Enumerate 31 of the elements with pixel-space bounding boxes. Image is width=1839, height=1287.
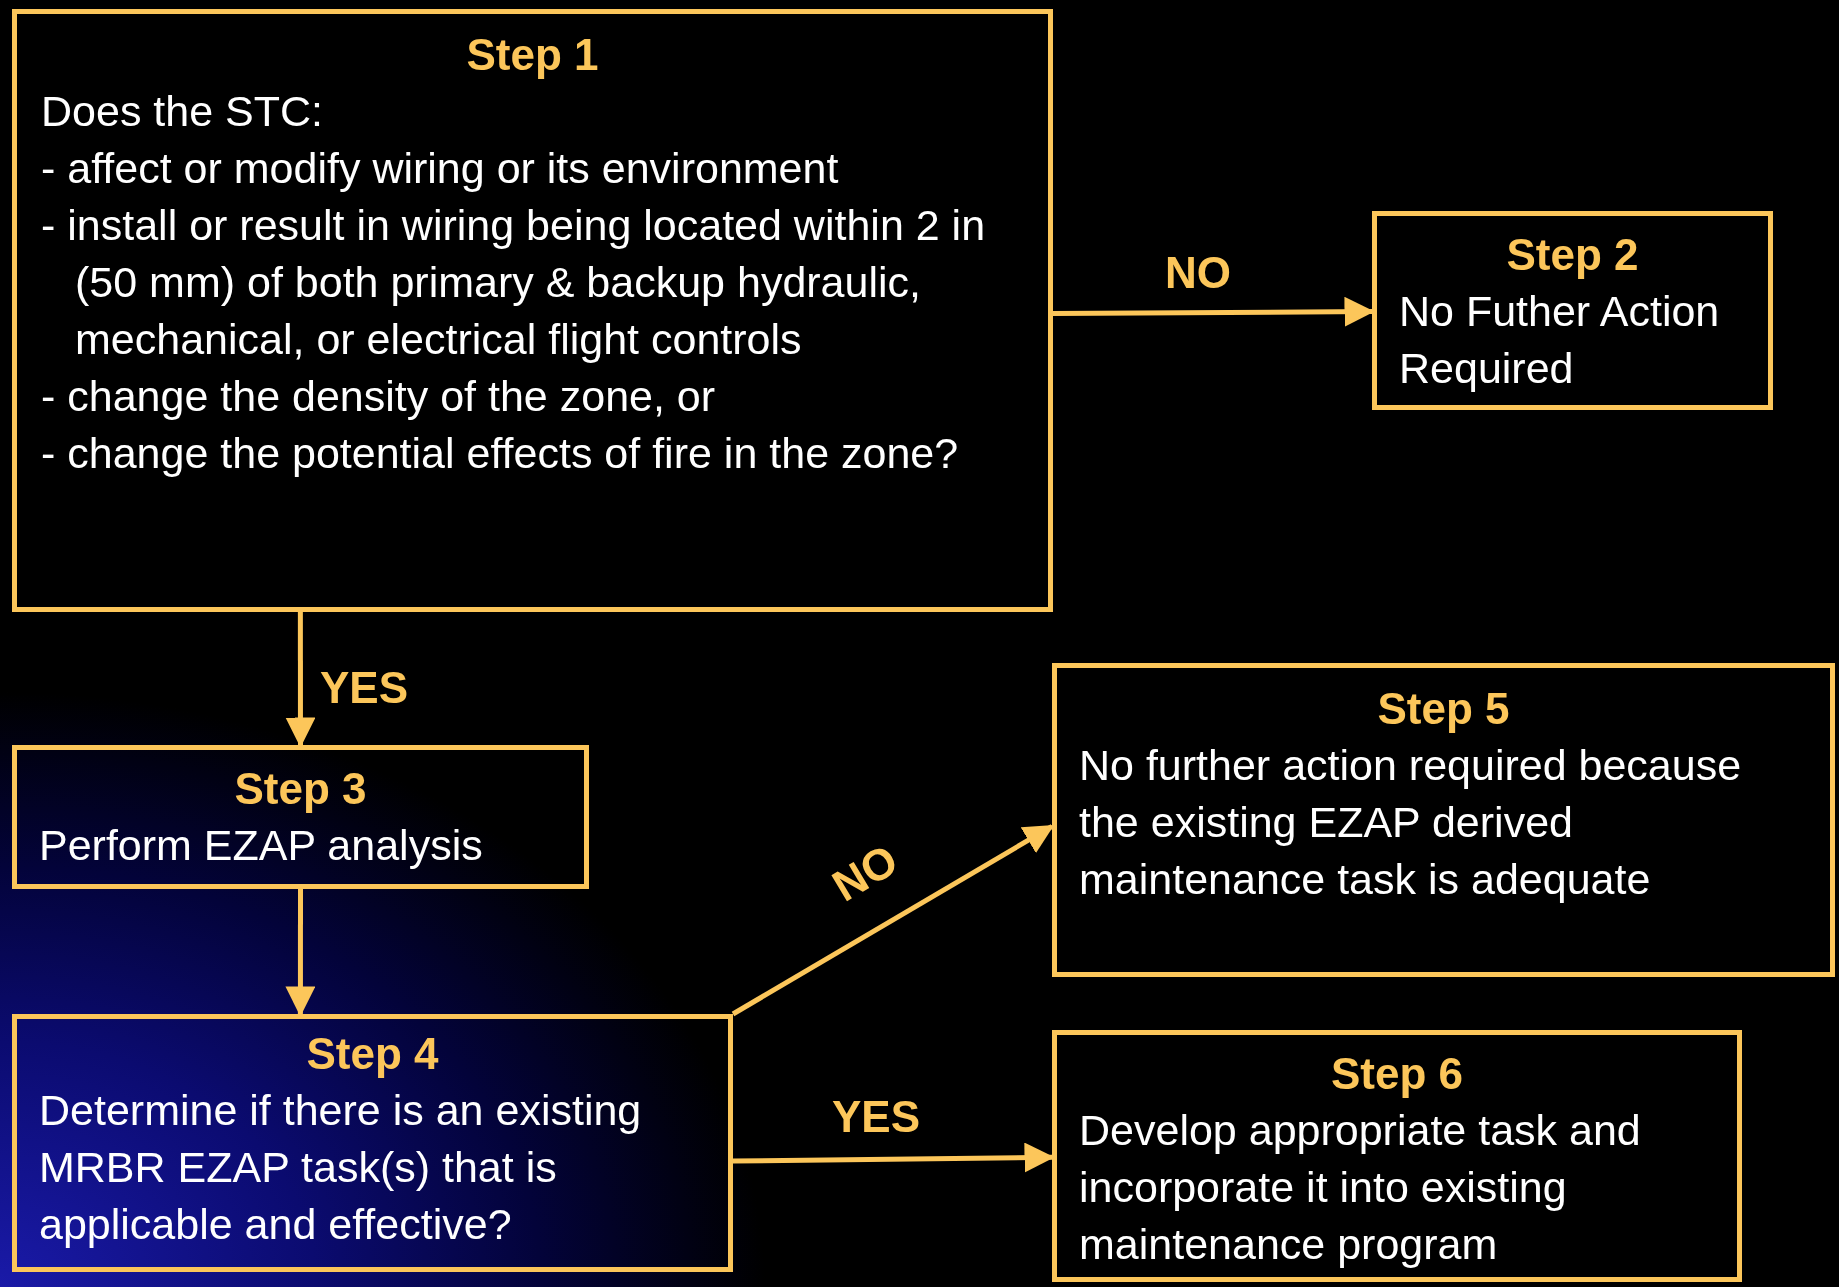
step-box — [12, 745, 589, 889]
step-heading: Step 6 — [1329, 1048, 1464, 1100]
edge-label: NO — [1165, 248, 1231, 298]
step-heading: Step 1 — [465, 29, 600, 81]
step-box — [12, 9, 1053, 612]
step-text: Develop appropriate task and incorporate it into existing maintenance program — [1079, 1105, 1642, 1270]
step-text: Determine if there is an existing MRBR EZAP task(s) that is applicable and effective? — [39, 1085, 643, 1250]
step-box — [1052, 1030, 1742, 1282]
edge-label: NO — [823, 834, 907, 912]
edge-label: YES — [832, 1092, 921, 1142]
step-box — [12, 1014, 733, 1272]
step-heading: Step 4 — [305, 1028, 440, 1080]
step-text: Perform EZAP analysis — [39, 820, 484, 871]
step-text: - affect or modify wiring or its environment — [41, 143, 840, 194]
step-text: Does the STC: — [41, 86, 324, 137]
step-text: No further action required because the existing EZAP derived maintenance task is adequate — [1079, 740, 1743, 905]
arrow — [1052, 296, 1375, 327]
step-heading: Step 5 — [1376, 683, 1511, 735]
step-heading: Step 3 — [233, 763, 368, 815]
arrow — [285, 612, 316, 748]
arrow — [731, 824, 1055, 1017]
arrow — [732, 1142, 1055, 1173]
step-text: - install or result in wiring being located within 2 in (50 mm) of both primary & backup hydraulic, mechanical, or electrical flight controls — [41, 200, 987, 365]
step-text: No Futher Action Required — [1399, 286, 1721, 394]
step-text: - change the potential effects of fire in the zone? — [41, 428, 960, 479]
edge-label: YES — [320, 663, 409, 713]
arrow — [285, 889, 316, 1017]
step-box — [1372, 211, 1773, 410]
step-heading: Step 2 — [1505, 229, 1640, 281]
step-box — [1052, 663, 1835, 977]
step-text: - change the density of the zone, or — [41, 371, 717, 422]
